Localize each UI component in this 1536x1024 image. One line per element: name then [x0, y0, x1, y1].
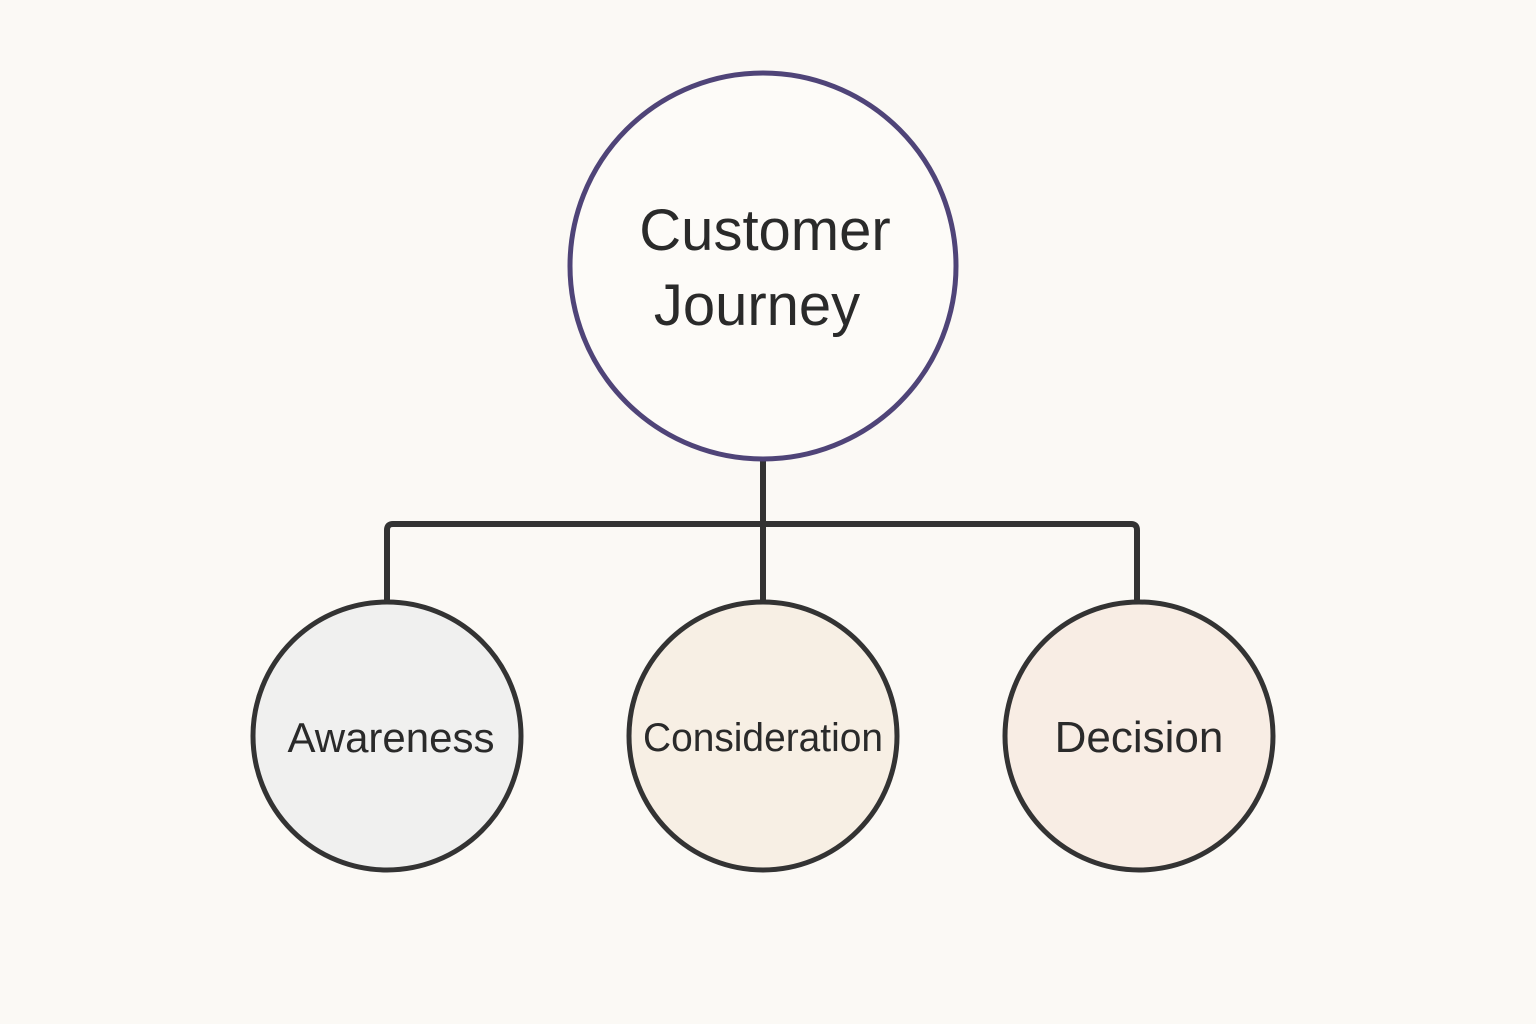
awareness-node-circle: [250, 599, 524, 873]
decision-node-circle: [1002, 599, 1276, 873]
root-node-circle: [567, 70, 959, 462]
consideration-node-label: Consideration: [643, 716, 883, 760]
child-node-awareness: Awareness: [250, 599, 524, 873]
child-node-decision: Decision: [1002, 599, 1276, 873]
root-node-label-line-1: Customer: [639, 198, 890, 263]
decision-node-label: Decision: [1055, 713, 1224, 762]
child-node-consideration: Consideration: [626, 599, 900, 873]
connectors: [384, 457, 1140, 602]
root-node-label-line-2: Journey: [654, 273, 860, 338]
root-node: Customer Journey: [567, 70, 959, 462]
consideration-node-circle: [626, 599, 900, 873]
awareness-node-label: Awareness: [287, 714, 494, 761]
